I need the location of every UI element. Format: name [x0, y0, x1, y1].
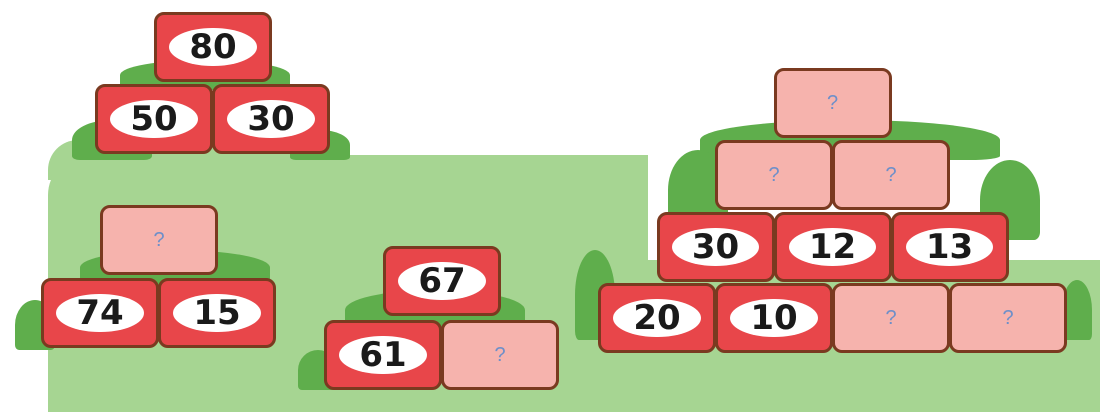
brick-number: 50	[110, 100, 197, 138]
brick-b-r2-c0: 74	[41, 278, 159, 348]
brick-c-r2-c0: 61	[324, 320, 442, 390]
brick-d-r3-c2: 13	[891, 212, 1009, 282]
brick-c-r2-c1[interactable]: ?	[441, 320, 559, 390]
brick-number: 15	[173, 294, 260, 332]
brick-d-r2-c0[interactable]: ?	[715, 140, 833, 210]
question-mark: ?	[827, 92, 838, 115]
brick-number: 10	[730, 299, 817, 337]
question-mark: ?	[768, 164, 779, 187]
brick-number: 74	[56, 294, 143, 332]
brick-d-r4-c0: 20	[598, 283, 716, 353]
brick-number: 80	[169, 28, 256, 66]
brick-d-r4-c2[interactable]: ?	[832, 283, 950, 353]
brick-number: 67	[398, 262, 485, 300]
question-mark: ?	[1002, 307, 1013, 330]
brick-b-r2-c1: 15	[158, 278, 276, 348]
brick-d-r1-c0[interactable]: ?	[774, 68, 892, 138]
brick-number: 30	[672, 228, 759, 266]
brick-d-r4-c3[interactable]: ?	[949, 283, 1067, 353]
brick-number: 13	[906, 228, 993, 266]
brick-a-r1-c0: 80	[154, 12, 272, 82]
brick-b-r1-c0[interactable]: ?	[100, 205, 218, 275]
brick-number: 30	[227, 100, 314, 138]
brick-c-r1-c0: 67	[383, 246, 501, 316]
brick-d-r2-c1[interactable]: ?	[832, 140, 950, 210]
question-mark: ?	[885, 164, 896, 187]
brick-a-r2-c1: 30	[212, 84, 330, 154]
brick-number: 61	[339, 336, 426, 374]
brick-number: 12	[789, 228, 876, 266]
question-mark: ?	[885, 307, 896, 330]
brick-d-r3-c0: 30	[657, 212, 775, 282]
brick-a-r2-c0: 50	[95, 84, 213, 154]
brick-number: 20	[613, 299, 700, 337]
question-mark: ?	[153, 229, 164, 252]
question-mark: ?	[494, 344, 505, 367]
brick-d-r4-c1: 10	[715, 283, 833, 353]
brick-d-r3-c1: 12	[774, 212, 892, 282]
